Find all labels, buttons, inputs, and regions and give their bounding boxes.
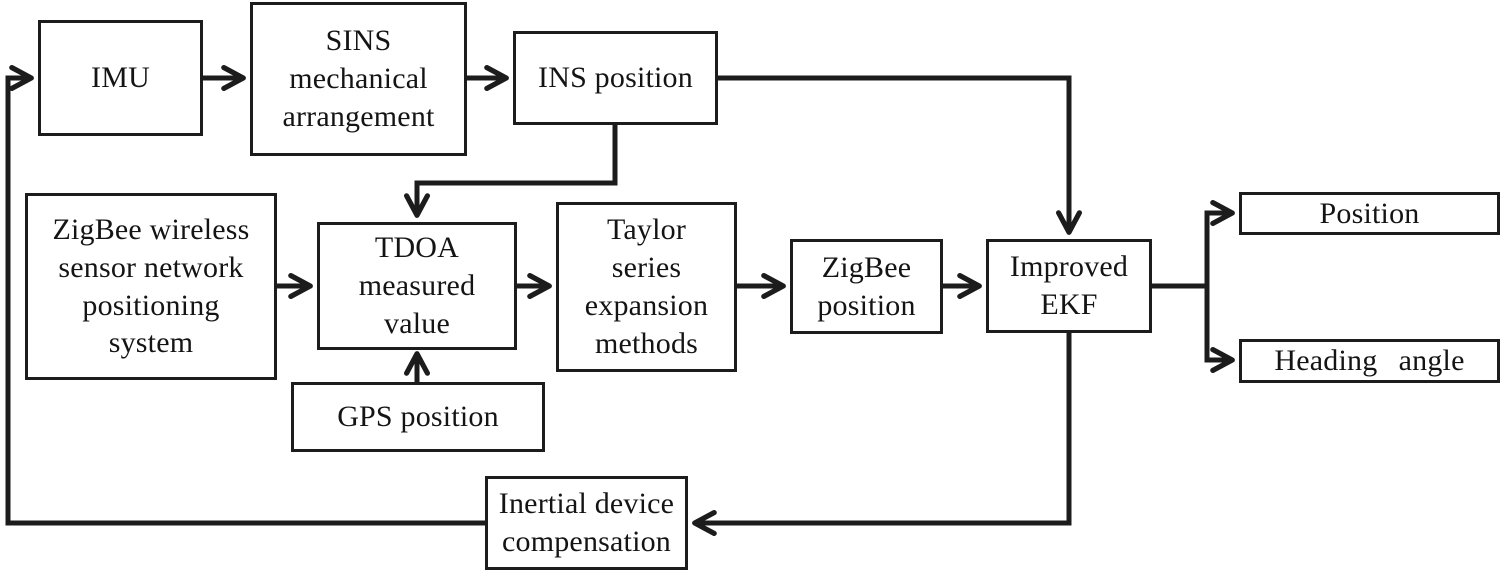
node-imu-label: IMU [91,61,150,95]
node-taylor-series-expansion: Taylor series expansion methods [556,202,737,372]
edge-inertial-imu [5,65,485,526]
node-improved-ekf: Improved EKF [986,239,1152,333]
node-zigbee-wireless-system: ZigBee wireless sensor network positioni… [25,193,277,380]
edge-ekf-inertial [692,333,1072,536]
node-tdoa-measured-value: TDOA measured value [317,222,517,350]
node-gps-position-label: GPS position [337,400,499,434]
node-inertial-label: Inertial device compensation [498,487,675,558]
edge-ins-position-improved-ekf [718,75,1082,235]
node-gps-position: GPS position [291,382,545,452]
node-zigbee-position-label: ZigBee position [817,250,916,322]
node-inertial-device-compensation: Inertial device compensation [485,476,688,570]
node-tdoa-label: TDOA measured value [358,231,476,340]
node-improved-ekf-label: Improved EKF [1009,250,1129,321]
node-taylor-label: Taylor series expansion methods [584,213,709,360]
node-zigbee-position: ZigBee position [790,239,943,334]
node-output-position: Position [1239,192,1500,235]
node-sins-label: SINS mechanical arrangement [282,24,435,133]
node-ins-position-label: INS position [538,61,693,95]
node-ins-position: INS position [513,31,718,125]
node-output-position-label: Position [1319,196,1420,230]
node-output-heading-angle: Heading angle [1239,339,1500,383]
node-zigbee-system-label: ZigBee wireless sensor network positioni… [52,212,250,360]
edge-ins-position-tdoa [404,125,618,218]
node-output-heading-angle-label: Heading angle [1274,344,1465,378]
node-imu: IMU [38,20,203,136]
node-sins-mechanical-arrangement: SINS mechanical arrangement [250,2,467,156]
